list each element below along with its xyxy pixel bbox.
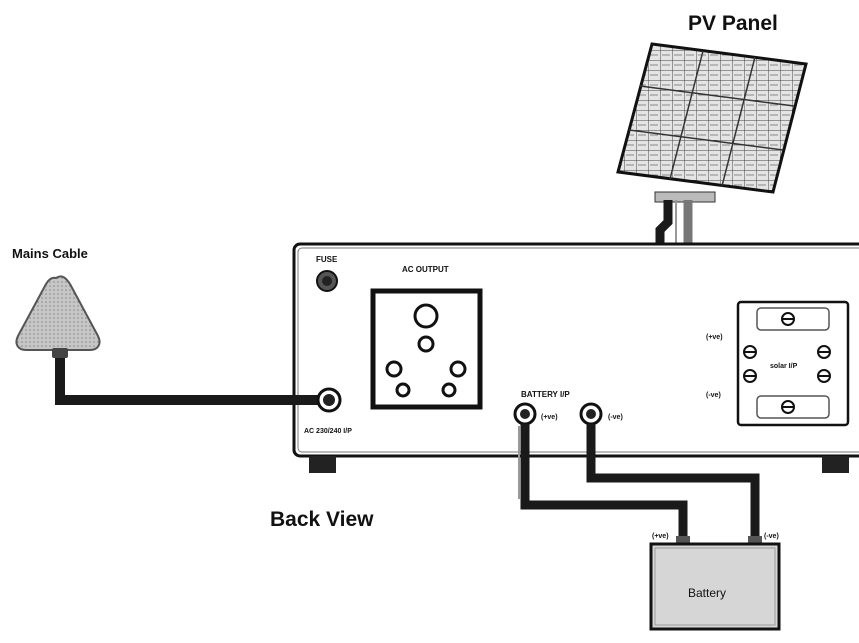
fuse-label: FUSE <box>316 255 338 264</box>
chassis-foot-right <box>822 456 849 473</box>
battery-pos-label: (+ve) <box>541 414 558 421</box>
battery-neg-terminal <box>579 402 603 426</box>
ac-output-label: AC OUTPUT <box>402 265 449 274</box>
mains-plug <box>15 275 101 358</box>
solar-input-block <box>736 300 850 427</box>
battery-neg-label: (-ve) <box>608 414 623 421</box>
back-view-label: Back View <box>270 508 374 531</box>
solar-ip-label: solar I/P <box>770 363 798 370</box>
mains-cable-label: Mains Cable <box>12 246 88 261</box>
solar-pos-label: (+ve) <box>706 334 723 341</box>
battery-box-neg-label: (-ve) <box>764 533 779 540</box>
battery-pos-terminal <box>513 402 537 426</box>
ac-input-socket <box>316 387 342 413</box>
fuse-holder <box>316 270 338 292</box>
battery-ip-label: BATTERY I/P <box>521 390 570 399</box>
battery-label: Battery <box>688 586 726 600</box>
battery-cable-pos <box>520 424 688 542</box>
mains-cable <box>55 352 322 405</box>
battery-cable-neg <box>586 424 760 542</box>
battery <box>649 536 781 631</box>
pv-panel-label: PV Panel <box>688 12 778 35</box>
solar-neg-label: (-ve) <box>706 392 721 399</box>
chassis-foot-left <box>309 456 336 473</box>
ac-output-socket <box>370 288 483 410</box>
battery-box-pos-label: (+ve) <box>652 533 669 540</box>
ac-input-label: AC 230/240 I/P <box>304 428 352 435</box>
pv-panel <box>616 42 808 203</box>
